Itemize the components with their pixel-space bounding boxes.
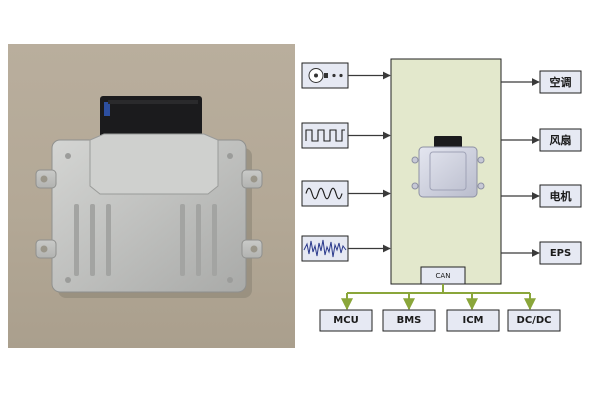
can-bus-lines [341,284,536,311]
can-node-label-dcdc: DC/DC [516,315,552,326]
ecu-photo [8,44,295,348]
input-box-square-wave [301,122,349,149]
output-box-eps [539,241,582,265]
output-label-ac: 空调 [549,76,572,89]
input-box-sine-wave [301,180,349,207]
can-node-box-icm [446,309,500,332]
input-box-trigger-wheel [301,62,349,89]
can-label: CAN [435,271,451,280]
can-node-label-mcu: MCU [333,315,359,326]
can-node-box-mcu [319,309,373,332]
can-node-box-bms [382,309,436,332]
can-node-box-dcdc [507,309,561,332]
output-label-motor: 电机 [549,190,572,203]
output-box-fan [539,128,582,152]
can-node-label-icm: ICM [462,315,484,326]
output-label-fan: 风扇 [549,134,572,147]
output-box-ac [539,70,582,94]
can-node-label-bms: BMS [396,315,422,326]
output-label-eps: EPS [549,247,572,259]
output-box-motor [539,184,582,208]
ecu-illustration [35,96,263,298]
input-box-noise-signal [301,235,349,262]
ecu-chip-icon [411,136,485,198]
